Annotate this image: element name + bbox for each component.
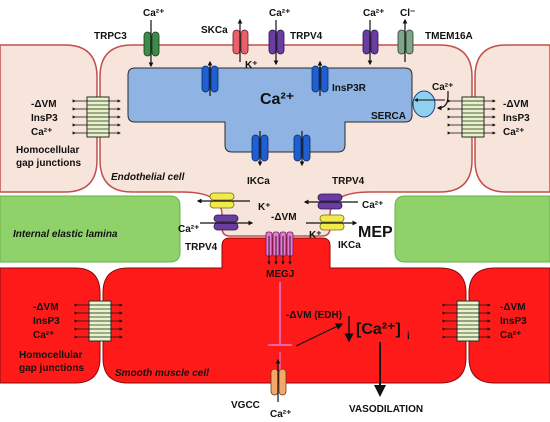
mep-vm-label: -ΔVM <box>271 212 297 223</box>
trpc3-label: TRPC3 <box>94 31 127 42</box>
ikca-top-label: IKCa <box>247 176 270 187</box>
k-mid-left-label: K⁺ <box>258 202 271 213</box>
endoplasmic-reticulum <box>127 67 413 153</box>
skca-channel <box>232 18 249 62</box>
serca-label: SERCA <box>371 111 406 122</box>
internal-elastic-lamina-left <box>0 195 181 263</box>
smc-gap-junction-right <box>442 300 491 342</box>
smc-gj-left-ca: Ca²⁺ <box>33 330 54 341</box>
ec-homocellular-label-2: gap junctions <box>16 158 81 169</box>
ec-gj-right-insp3: InsP3 <box>503 113 530 124</box>
skca-k-label: K⁺ <box>245 60 258 71</box>
trpv4-mid-right-label: TRPV4 <box>332 176 365 187</box>
trpc3-channel <box>143 20 160 68</box>
serca-pump <box>412 90 436 118</box>
ca-mid-right-label: Ca²⁺ <box>362 200 383 211</box>
ec-gj-right-ca: Ca²⁺ <box>503 127 524 138</box>
trpv4-channel-top-1 <box>268 20 285 66</box>
ca-decrease-sub: i <box>407 331 410 342</box>
smc-gap-junction-left <box>74 300 123 342</box>
ec-gj-left-ca: Ca²⁺ <box>31 127 52 138</box>
smc-gj-right-insp3: InsP3 <box>500 316 527 327</box>
ec-gj-left-insp3: InsP3 <box>31 113 58 124</box>
er-ca-label: Ca²⁺ <box>260 91 294 108</box>
insp3r-channel-1 <box>201 60 219 96</box>
ca-decrease-label: [Ca²⁺] <box>356 321 401 338</box>
vasodilation-label: VASODILATION <box>349 404 423 415</box>
vgcc-ca-label: Ca²⁺ <box>270 409 291 420</box>
megj-channel <box>265 231 294 265</box>
ec-gj-right-vm: -ΔVM <box>503 99 529 110</box>
tmem-ca-label: Ca²⁺ <box>363 8 384 19</box>
insp3r-label: InsP3R <box>332 83 367 94</box>
vgcc-label: VGCC <box>231 400 260 411</box>
ec-gap-junction-right <box>447 96 496 138</box>
tmem16a-label: TMEM16A <box>425 31 473 42</box>
tmem16a-channel <box>397 18 414 62</box>
skca-label: SKCa <box>201 25 228 36</box>
endothelial-cell-right-edge <box>474 44 550 193</box>
smc-homocellular-label-2: gap junctions <box>19 363 84 374</box>
smc-gj-right-vm: -ΔVM <box>500 302 526 313</box>
megj-label: MEGJ <box>266 269 294 280</box>
cl-label: Cl⁻ <box>400 8 415 19</box>
serca-ca-label: Ca²⁺ <box>432 82 453 93</box>
smooth-muscle-cell-center <box>102 237 467 384</box>
internal-elastic-lamina-label: Internal elastic lamina <box>13 229 118 240</box>
trpv4-channel-top-2 <box>362 20 379 66</box>
ikca-channel-mep <box>306 214 358 231</box>
smc-gj-left-insp3: InsP3 <box>33 316 60 327</box>
ec-gap-junction-left <box>72 96 121 138</box>
mep-label: MEP <box>358 224 393 241</box>
smc-homocellular-label-1: Homocellular <box>19 350 82 361</box>
ca-mid-left-label: Ca²⁺ <box>178 224 199 235</box>
smooth-muscle-cell-right-edge <box>468 267 550 384</box>
ec-gj-left-vm: -ΔVM <box>31 99 57 110</box>
trpv4-top-ca-label: Ca²⁺ <box>269 8 290 19</box>
insp3r-channel-4 <box>293 131 311 167</box>
insp3r-channels <box>201 60 329 167</box>
ec-homocellular-label-1: Homocellular <box>16 145 79 156</box>
trpv4-top-label: TRPV4 <box>290 31 323 42</box>
endothelial-cell-left-edge <box>0 44 98 193</box>
trpc3-ca-label: Ca²⁺ <box>143 8 164 19</box>
smooth-muscle-cell-label: Smooth muscle cell <box>115 368 209 379</box>
endothelial-cell-label: Endothelial cell <box>111 172 185 183</box>
k-mep-label: K⁺ <box>309 230 322 241</box>
edh-label: -ΔVM (EDH) <box>286 310 342 321</box>
vgcc-channel <box>270 358 287 402</box>
smc-gj-right-ca: Ca²⁺ <box>500 330 521 341</box>
smc-gj-left-vm: -ΔVM <box>33 302 59 313</box>
insp3r-channel-3 <box>251 131 269 167</box>
smooth-muscle-cell-left-edge <box>0 267 101 384</box>
insp3r-channel-2 <box>311 60 329 96</box>
trpv4-channel-mid-right <box>303 193 358 210</box>
ikca-mep-label: IKCa <box>338 240 361 251</box>
trpv4-channel-mid-left <box>200 214 254 231</box>
ikca-channel-top <box>196 192 250 209</box>
internal-elastic-lamina-right <box>394 195 550 263</box>
edh-to-ca-arrow <box>295 323 344 347</box>
trpv4-mid-left-label: TRPV4 <box>185 242 218 253</box>
